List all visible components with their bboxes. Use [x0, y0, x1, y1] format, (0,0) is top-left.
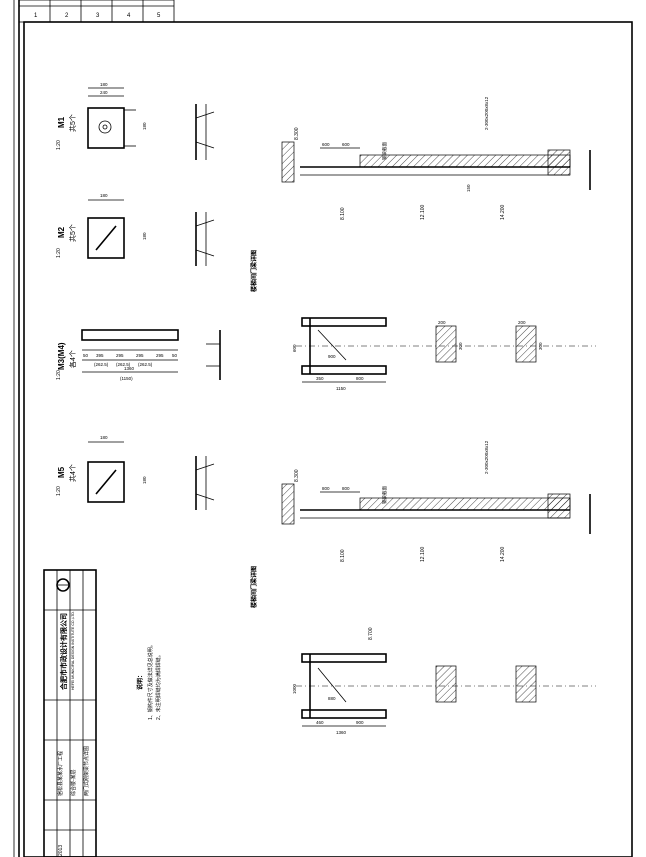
grid-header-1: 1	[34, 13, 38, 19]
notes: 说明： 1、钢构件尺寸及做法详见总说明。 2、未注明焊缝均为满焊焊缝。	[136, 642, 162, 720]
m3-seg-3: 295	[116, 353, 124, 358]
m1-top-dim: 180	[100, 82, 108, 87]
beam1-span: 600	[322, 142, 330, 147]
beam1-axis3: 14.200	[500, 204, 506, 220]
beam2-axis3: 14.200	[500, 546, 506, 562]
plan2-b: 900	[356, 720, 364, 725]
m3-sub-3: (262.5)	[138, 362, 153, 367]
m3-label: M3(M4)	[57, 342, 66, 370]
beam2-span: 800	[322, 486, 330, 491]
plan1-total: 1150	[336, 386, 346, 391]
m3-seg-5: 295	[156, 353, 164, 358]
plan2-level: 8.700	[368, 627, 374, 640]
m1-count: 共5个	[68, 114, 77, 132]
plan2-h: 1000	[292, 683, 297, 694]
plan1-h: 600	[292, 344, 297, 352]
m5-top-dim: 180	[100, 435, 108, 440]
m2-top-dim: 180	[100, 193, 108, 198]
beam1-section: 2-300x200x8x12	[484, 96, 489, 130]
beam2-level: 8.300	[294, 469, 300, 482]
m2-count: 共5个	[68, 224, 77, 242]
m3-seg-6: 50	[172, 353, 178, 358]
drawing-title: 两门式刚架梁节点详图	[83, 746, 90, 796]
m1-sub-dim: 240	[100, 90, 108, 95]
subproject-name: 综合楼-某层	[70, 769, 77, 796]
plan-detail-2: 460 900 1360 1000 880 8.700	[292, 627, 596, 735]
beam-elevation-2: 8.300 800 800 钢梁截面 2-300x200x8x12 8.100 …	[281, 440, 591, 562]
m3-seg-1: 50	[83, 353, 89, 358]
detail-m5: M5 共4个 1:20 180 180	[56, 435, 215, 510]
company-name: 合肥市市政设计有限公司	[59, 613, 68, 691]
plan1-a: 350	[316, 376, 324, 381]
plan1-col-d: 300	[538, 342, 543, 350]
plan1-w: 900	[328, 354, 336, 359]
m3-scale: 1:20	[56, 370, 62, 380]
beam1-axis2: 12.100	[420, 204, 426, 220]
beam1-tag: 钢梁截面	[381, 142, 388, 160]
beam2-section: 2-300x200x8x12	[484, 440, 489, 474]
m1-side-dim: 180	[142, 122, 147, 130]
m5-label: M5	[57, 466, 66, 478]
top-header-strip: 1 2 3 4 5	[18, 0, 175, 23]
beam2-axis1: 8.100	[340, 549, 346, 562]
beam1-small: 150	[466, 184, 471, 192]
section-title-2: 楼梯间门梁详图	[250, 566, 258, 608]
beam2-axis2: 12.100	[420, 546, 426, 562]
plan2-total: 1360	[336, 730, 347, 735]
plan-detail-1: 350 800 1150 600 900 200 200 300 300	[292, 317, 596, 391]
m3-seg-2: 395	[96, 353, 104, 358]
section-title-1: 楼梯间门梁详图	[250, 250, 258, 292]
beam2-span2: 800	[342, 486, 350, 491]
m3-seg-4: 295	[136, 353, 144, 358]
plan2-a: 460	[316, 720, 324, 725]
plan1-col-b: 300	[458, 342, 463, 350]
title-block: 合肥市市政设计有限公司 HEFEI MUNICIPAL DESIGN INSTI…	[43, 569, 97, 857]
m1-label: M1	[57, 116, 66, 128]
m3-sub-2: (262.5)	[116, 362, 131, 367]
plan1-col-a: 200	[438, 320, 446, 325]
m2-scale: 1:20	[56, 248, 62, 258]
beam2-tag: 钢梁截面	[381, 486, 388, 504]
m1-scale: 1:20	[56, 140, 62, 150]
m3-total2: (1150)	[120, 376, 133, 381]
note-head: 说明：	[136, 672, 144, 690]
drawing-year: 2013	[58, 845, 64, 856]
beam1-span2: 600	[342, 142, 350, 147]
m2-side-dim: 180	[142, 232, 147, 240]
m3-sub-1: (262.5)	[94, 362, 109, 367]
note-2: 2、未注明焊缝均为满焊焊缝。	[155, 652, 162, 720]
grid-header-2: 2	[65, 13, 69, 19]
m5-scale: 1:20	[56, 486, 62, 496]
m3-total: 1360	[124, 366, 135, 371]
note-1: 1、钢构件尺寸及做法详见总说明。	[147, 642, 154, 720]
m5-side-dim: 180	[142, 476, 147, 484]
grid-header-4: 4	[127, 13, 131, 19]
drawing-border	[23, 21, 633, 857]
grid-header-3: 3	[96, 13, 100, 19]
grid-header-5: 5	[157, 13, 161, 19]
m5-count: 共4个	[68, 464, 77, 482]
company-name-en: HEFEI MUNICIPAL DESIGN INSTITUTE CO.,LTD…	[71, 611, 75, 690]
m3-count: 各4个	[68, 350, 77, 368]
detail-m2: M2 共5个 1:20 180 180	[56, 193, 215, 266]
project-name: 宿松县某某水厂工程	[57, 751, 64, 796]
detail-m1: M1 共5个 1:20 180 240 180	[56, 82, 215, 160]
plan2-w: 880	[328, 696, 336, 701]
detail-m3: M3(M4) 各4个 1:20 50 395 295 295 295 50 (2…	[56, 329, 221, 381]
beam1-axis1: 8.100	[340, 207, 346, 220]
plan1-col-c: 200	[518, 320, 526, 325]
beam1-level: 8.300	[294, 127, 300, 140]
company-logo-icon	[56, 578, 70, 592]
beam-elevation-1: 8.300 600 600 钢梁截面 2-300x200x8x12 8.100 …	[281, 96, 591, 220]
m2-label: M2	[57, 226, 66, 238]
plan1-b: 800	[356, 376, 364, 381]
